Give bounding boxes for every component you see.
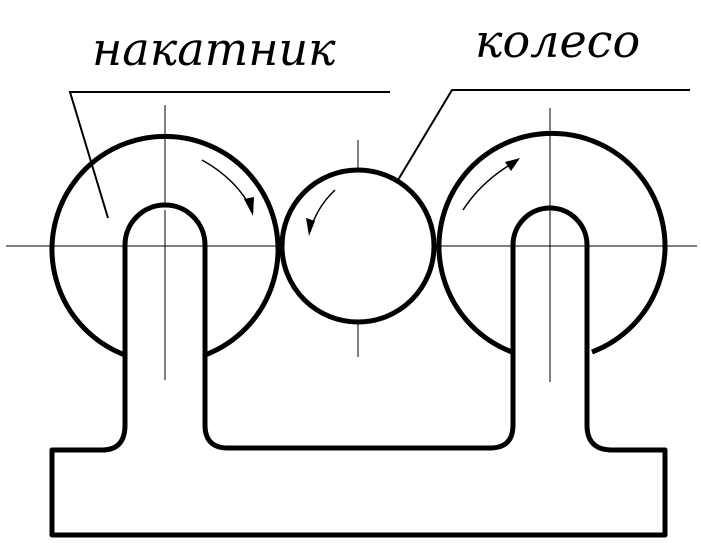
centerline-overlay	[125, 210, 587, 382]
arrow-left-roller-head	[244, 197, 254, 216]
center-wheel	[279, 167, 437, 325]
label-roller: накатник	[92, 22, 336, 76]
frame-outline	[49, 202, 668, 538]
left-roller-disc	[49, 133, 281, 358]
arrow-heads	[244, 158, 520, 236]
label-wheel: колесо	[475, 14, 641, 68]
leader-lines	[68, 89, 690, 219]
arrow-right-roller-head	[505, 158, 520, 171]
leader-line-wheel	[379, 89, 690, 211]
right-roller-disc	[436, 130, 668, 355]
arrow-wheel-head	[306, 218, 315, 236]
leader-line-roller	[68, 91, 390, 219]
